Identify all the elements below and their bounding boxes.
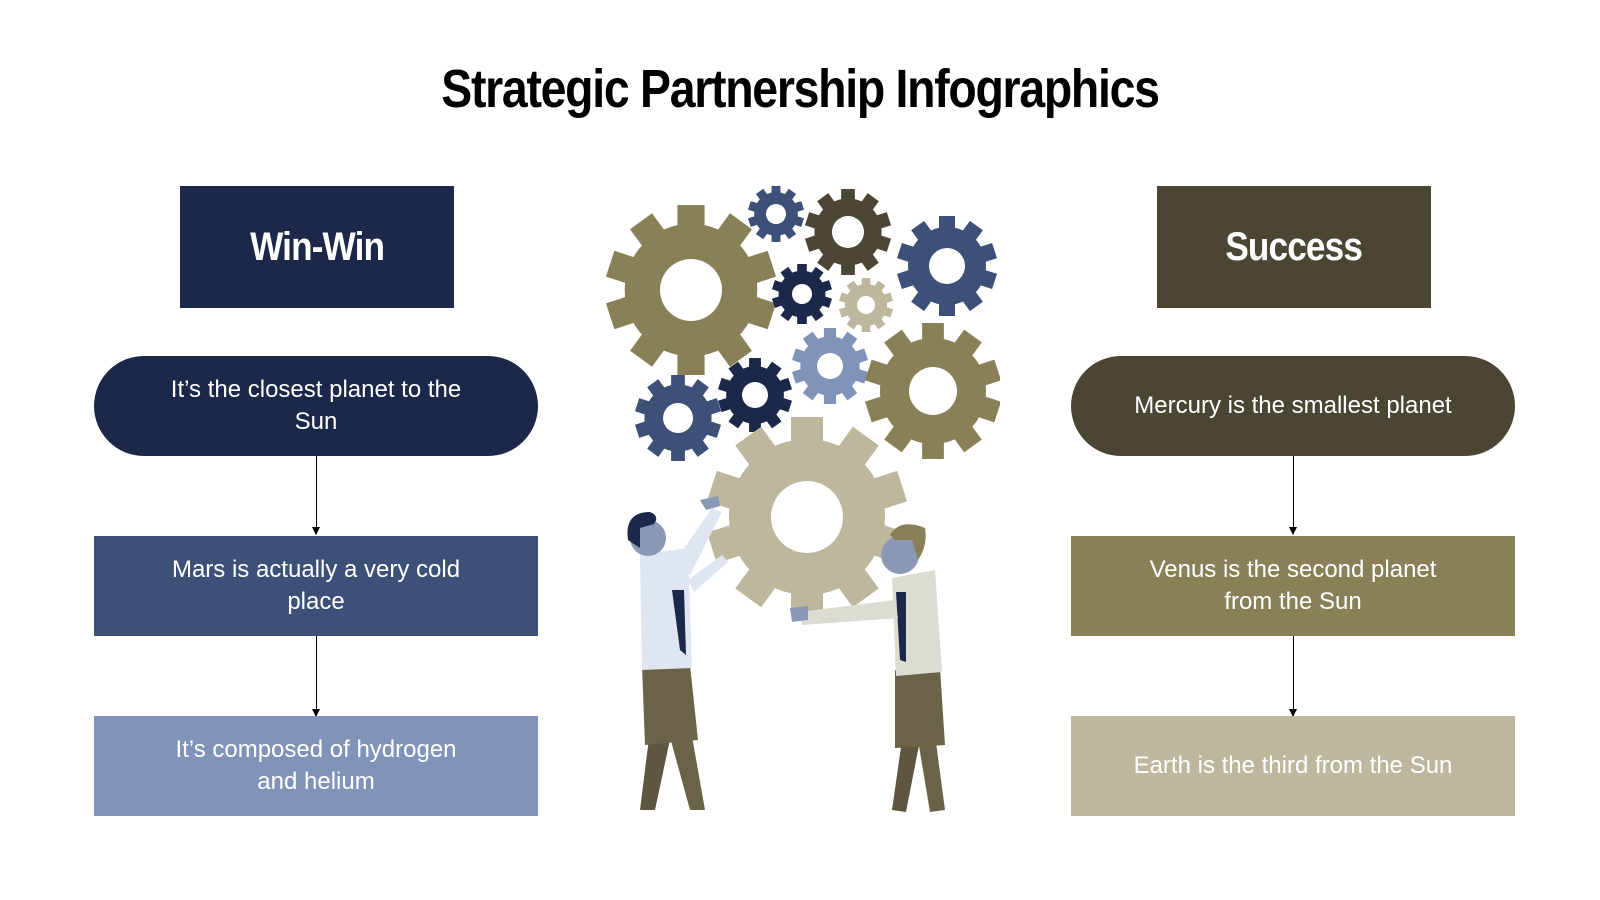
businessman-right-icon	[790, 524, 945, 812]
right-step-3: Earth is the third from the Sun	[1071, 716, 1515, 816]
success-header-label: Success	[1225, 224, 1364, 269]
businessman-left-icon	[627, 496, 728, 810]
win-win-header-label: Win-Win	[250, 224, 385, 269]
left-arrow-1	[312, 456, 320, 535]
right-arrow-2	[1289, 636, 1297, 717]
partnership-illustration	[605, 186, 1000, 812]
left-step-2: Mars is actually a very cold place	[94, 536, 538, 636]
win-win-header: Win-Win	[180, 186, 454, 308]
right-step-2: Venus is the second planet from the Sun	[1071, 536, 1515, 636]
gears-icon	[605, 186, 1000, 617]
left-arrow-2	[312, 636, 320, 717]
success-header: Success	[1157, 186, 1431, 308]
right-arrow-1	[1289, 456, 1297, 535]
right-step-1: Mercury is the smallest planet	[1071, 356, 1515, 456]
left-step-1: It’s the closest planet to the Sun	[94, 356, 538, 456]
page-title: Strategic Partnership Infographics	[441, 59, 1160, 119]
left-step-3: It’s composed of hydrogen and helium	[94, 716, 538, 816]
